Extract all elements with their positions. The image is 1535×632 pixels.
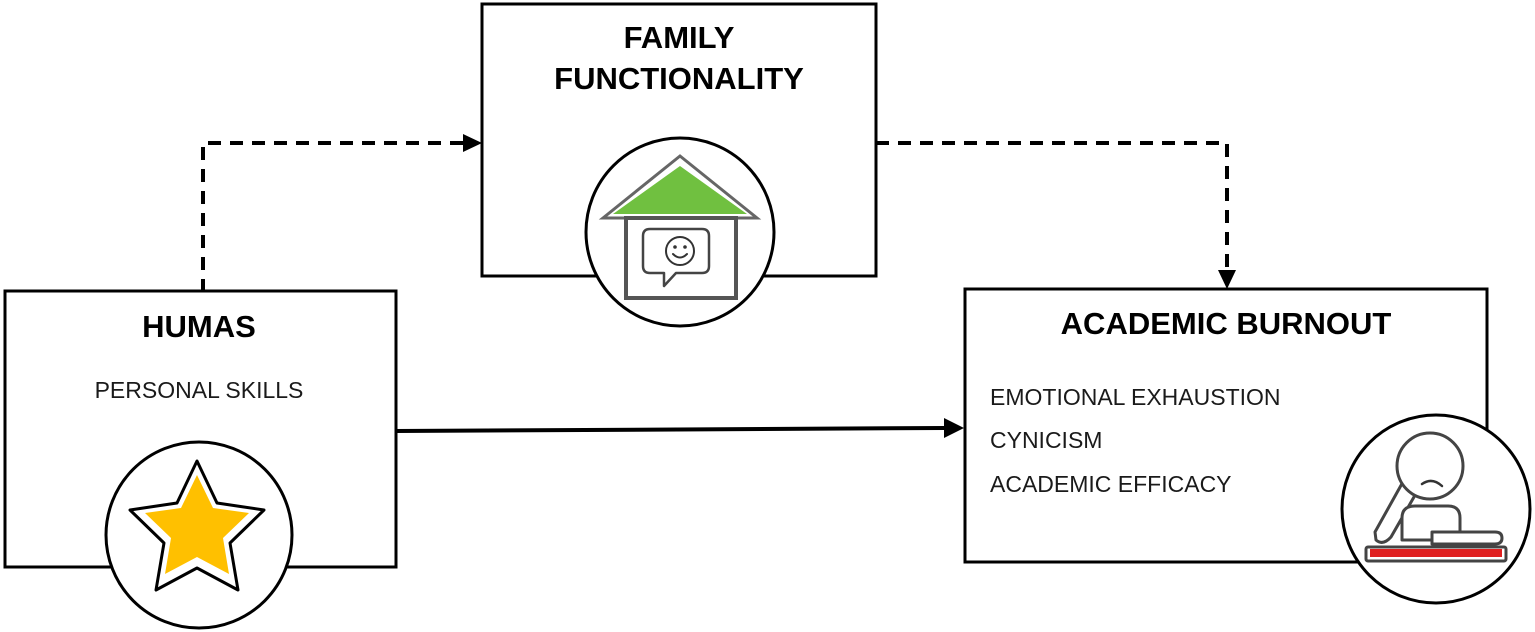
arrow-humas-to-burnout	[395, 426, 946, 433]
sad-mouth	[1420, 479, 1444, 488]
star-icon	[128, 459, 266, 592]
tired-student-icon	[1364, 431, 1508, 563]
arrow-family-to-burnout	[876, 141, 1229, 276]
humas-node: HUMAS PERSONAL SKILLS	[3, 289, 398, 630]
desk-top	[1370, 549, 1502, 557]
arrowhead-family-to-burnout	[1218, 270, 1236, 289]
burnout-node: ACADEMIC BURNOUT EMOTIONAL EXHAUSTION CY…	[963, 287, 1532, 605]
arrowhead-humas-to-burnout	[944, 418, 964, 438]
smiley-icon	[665, 236, 695, 266]
burnout-dimension-3: ACADEMIC EFFICACY	[990, 471, 1232, 497]
arrowhead-humas-to-family	[463, 134, 482, 152]
arrow-humas-to-family	[201, 141, 472, 292]
burnout-title: ACADEMIC BURNOUT	[1061, 306, 1392, 341]
burnout-dimension-1: EMOTIONAL EXHAUSTION	[990, 384, 1281, 410]
student-head	[1395, 431, 1465, 501]
family-title-line2: FUNCTIONALITY	[554, 61, 804, 96]
student-hand	[1430, 530, 1504, 546]
humas-title: HUMAS	[142, 309, 256, 344]
house-speech-bubble-icon	[598, 154, 762, 300]
family-title-line1: FAMILY	[624, 20, 735, 55]
humas-subtitle: PERSONAL SKILLS	[95, 377, 304, 403]
family-node: FAMILY FUNCTIONALITY	[480, 2, 878, 328]
burnout-dimension-2: CYNICISM	[990, 427, 1102, 453]
